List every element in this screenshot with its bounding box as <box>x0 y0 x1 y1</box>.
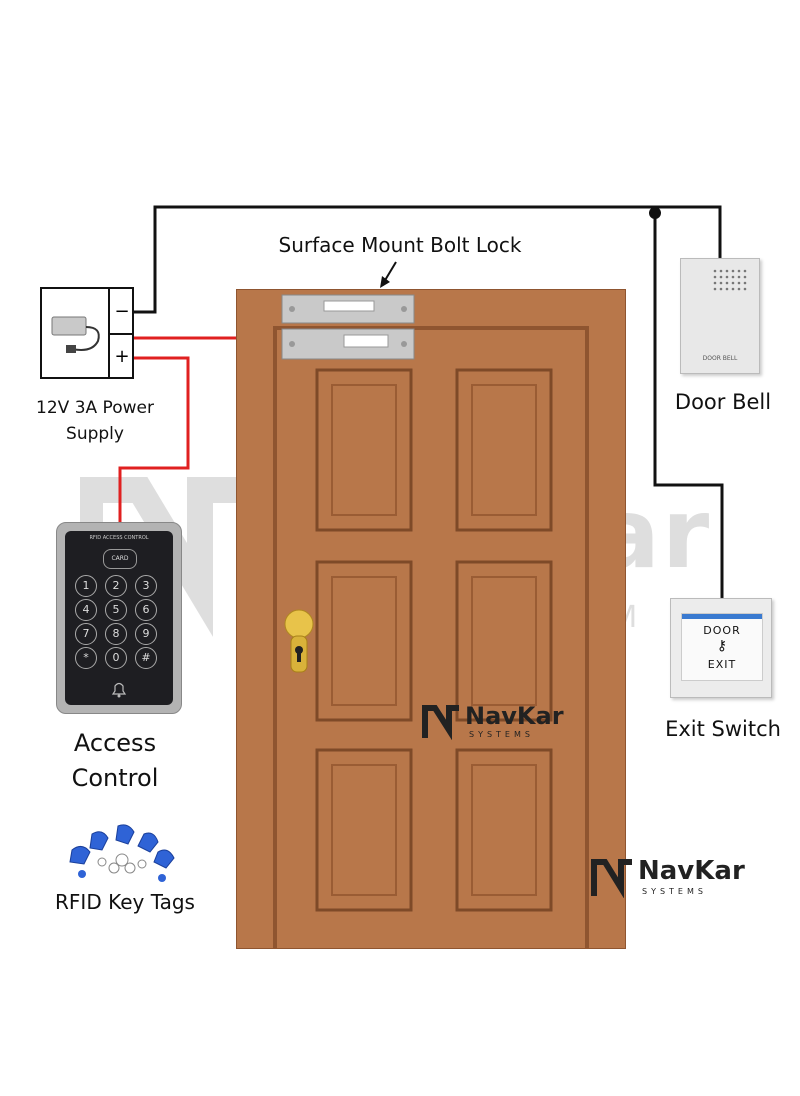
access-control-label-line2: Control <box>71 764 159 792</box>
power-supply-box: − + <box>40 287 134 379</box>
keypad-key: # <box>135 647 157 669</box>
keypad-key: 2 <box>105 575 127 597</box>
keypad-card-area: CARD <box>103 549 137 569</box>
keypad-key: 7 <box>75 623 97 645</box>
power-supply-label-line2: Supply <box>66 424 124 444</box>
rfid-tags-label: RFID Key Tags <box>55 890 195 914</box>
rfid-tag-icon <box>69 824 175 882</box>
keypad-key: 0 <box>105 647 127 669</box>
navkar-logo-icon <box>591 859 632 898</box>
bell-icon <box>111 682 127 698</box>
door-bell-icon <box>713 269 747 291</box>
key-icon: ⚷ <box>716 638 728 654</box>
keypad-key: 5 <box>105 599 127 621</box>
power-adapter-icon <box>51 316 100 353</box>
keypad-key: 9 <box>135 623 157 645</box>
black-wire <box>130 205 722 314</box>
corner-logo-name: NavKar <box>638 856 745 886</box>
door-bell-device: DOOR BELL <box>680 258 760 374</box>
wire-junction <box>649 207 661 219</box>
keypad-key: 8 <box>105 623 127 645</box>
keypad-key: 4 <box>75 599 97 621</box>
bolt-lock-label: Surface Mount Bolt Lock <box>278 233 522 257</box>
access-control-label-line1: Access <box>73 729 157 757</box>
power-supply-label: 12V 3A Power Supply <box>20 395 170 447</box>
exit-switch-label: Exit Switch <box>665 717 781 741</box>
exit-top-text: DOOR <box>703 624 741 637</box>
red-wire-keypad <box>118 356 190 524</box>
keypad-key: 6 <box>135 599 157 621</box>
exit-bottom-text: EXIT <box>707 658 737 671</box>
bolt-pointer-arrow <box>383 261 397 283</box>
keypad-key: 1 <box>75 575 97 597</box>
exit-switch-button: DOOR ⚷ EXIT <box>681 613 763 681</box>
door-logo: NavKar SYSTEMS <box>421 702 571 742</box>
negative-terminal: − <box>108 289 134 335</box>
door-bell-plate: DOOR BELL <box>702 355 738 362</box>
positive-terminal: + <box>108 335 134 377</box>
door: NavKar SYSTEMS <box>236 289 626 949</box>
access-control-label: Access Control <box>40 726 190 796</box>
exit-switch-device: DOOR ⚷ EXIT <box>670 598 772 698</box>
door-panels <box>315 368 553 912</box>
keypad-key: * <box>75 647 97 669</box>
keypad-key: 3 <box>135 575 157 597</box>
keypad-header: RFID ACCESS CONTROL <box>89 535 149 541</box>
door-inner-frame <box>273 326 589 948</box>
door-knob-icon <box>284 609 314 673</box>
corner-logo-sub: SYSTEMS <box>642 887 707 896</box>
bolt-lock-icon <box>281 294 415 360</box>
power-supply-label-line1: 12V 3A Power <box>36 398 154 418</box>
navkar-logo-icon <box>422 705 459 740</box>
door-logo-sub: SYSTEMS <box>469 730 534 739</box>
door-bell-label: Door Bell <box>674 390 772 414</box>
corner-logo: NavKar SYSTEMS <box>590 856 750 900</box>
door-logo-name: NavKar <box>465 702 564 730</box>
black-wire-exit <box>653 213 724 600</box>
